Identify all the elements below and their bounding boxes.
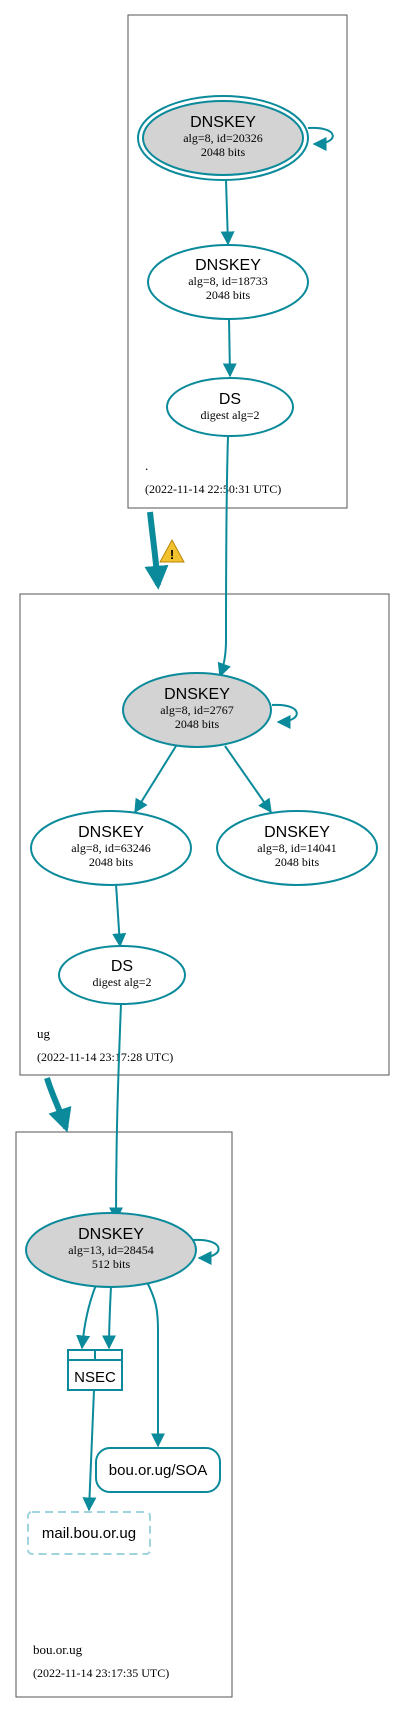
- node-line2: 2048 bits: [206, 288, 251, 302]
- node-ug-dnskey-63246[interactable]: DNSKEY alg=8, id=63246 2048 bits: [30, 810, 192, 886]
- zone-root-name: .: [145, 458, 148, 473]
- node-title: NSEC: [74, 1369, 116, 1386]
- zone-bou-box: [15, 1131, 233, 1698]
- node-title: DNSKEY: [164, 686, 230, 703]
- warning-triangle-icon: !: [159, 538, 185, 563]
- node-bou-mail[interactable]: mail.bou.or.ug: [27, 1511, 151, 1555]
- node-root-dnskey-18733[interactable]: DNSKEY alg=8, id=18733 2048 bits: [147, 244, 309, 320]
- node-title: mail.bou.or.ug: [42, 1525, 136, 1542]
- delegation-arrow-root-ug: [144, 511, 169, 590]
- node-line1: digest alg=2: [200, 408, 259, 422]
- node-title: DS: [111, 958, 133, 975]
- node-line1: alg=8, id=20326: [183, 131, 263, 145]
- edge-bou-nsec-mail: [82, 1389, 97, 1512]
- node-title: DNSKEY: [78, 1226, 144, 1243]
- node-line2: 512 bits: [92, 1257, 131, 1271]
- zone-root-timestamp: (2022-11-14 22:50:31 UTC): [145, 482, 281, 496]
- zone-bou-timestamp: (2022-11-14 23:17:35 UTC): [33, 1666, 169, 1680]
- zone-root-box: [127, 14, 348, 509]
- edge-ug-ds-bou-key: [109, 1003, 124, 1222]
- node-line1: alg=8, id=2767: [160, 703, 234, 717]
- node-line1: alg=8, id=18733: [188, 274, 268, 288]
- node-line2: 2048 bits: [275, 855, 320, 869]
- zone-ug-box: [19, 593, 390, 1076]
- edge-root-ksk-zsk: [220, 179, 235, 246]
- node-title: DNSKEY: [78, 824, 144, 841]
- edge-bou-key-nsec-b: [102, 1285, 117, 1350]
- edge-ug-ksk-self: [271, 703, 298, 729]
- edge-root-ds-ug-ksk: [217, 435, 231, 678]
- edge-bou-key-nsec-a: [76, 1284, 97, 1350]
- node-root-ds[interactable]: DS digest alg=2: [166, 377, 294, 437]
- edge-ug-ksk-zsk1: [134, 745, 177, 814]
- edge-bou-key-self: [192, 1238, 220, 1265]
- edge-ug-zsk1-ds: [112, 883, 127, 948]
- node-line1: alg=13, id=28454: [68, 1243, 154, 1257]
- edge-bou-key-soa: [146, 1281, 165, 1448]
- node-line1: alg=8, id=63246: [71, 841, 151, 855]
- warning-symbol: !: [170, 547, 174, 562]
- zone-ug-timestamp: (2022-11-14 23:17:28 UTC): [37, 1050, 173, 1064]
- node-title: bou.or.ug/SOA: [109, 1462, 207, 1479]
- node-bou-dnskey-28454[interactable]: DNSKEY alg=13, id=28454 512 bits: [25, 1212, 197, 1288]
- node-line2: 2048 bits: [175, 717, 220, 731]
- node-ug-ds[interactable]: DS digest alg=2: [58, 945, 186, 1005]
- node-root-dnskey-20326[interactable]: DNSKEY alg=8, id=20326 2048 bits: [137, 95, 309, 181]
- edge-root-ksk-self: [307, 126, 334, 151]
- node-ug-dnskey-14041[interactable]: DNSKEY alg=8, id=14041 2048 bits: [216, 810, 378, 886]
- node-line1: digest alg=2: [92, 975, 151, 989]
- zone-ug-name: ug: [37, 1026, 51, 1041]
- node-line1: alg=8, id=14041: [257, 841, 337, 855]
- node-title: DNSKEY: [190, 114, 256, 131]
- edge-ug-ksk-zsk2: [224, 745, 272, 814]
- delegation-arrow-ug-bou: [44, 1077, 72, 1133]
- node-line2: 2048 bits: [89, 855, 134, 869]
- node-title: DS: [219, 391, 241, 408]
- node-line2: 2048 bits: [201, 145, 246, 159]
- node-bou-soa[interactable]: bou.or.ug/SOA: [95, 1447, 221, 1493]
- node-bou-nsec[interactable]: NSEC: [67, 1349, 123, 1391]
- node-title: DNSKEY: [195, 257, 261, 274]
- node-ug-dnskey-2767[interactable]: DNSKEY alg=8, id=2767 2048 bits: [122, 672, 272, 748]
- node-title: DNSKEY: [264, 824, 330, 841]
- zone-bou-name: bou.or.ug: [33, 1642, 83, 1657]
- edge-root-zsk-ds: [222, 317, 237, 378]
